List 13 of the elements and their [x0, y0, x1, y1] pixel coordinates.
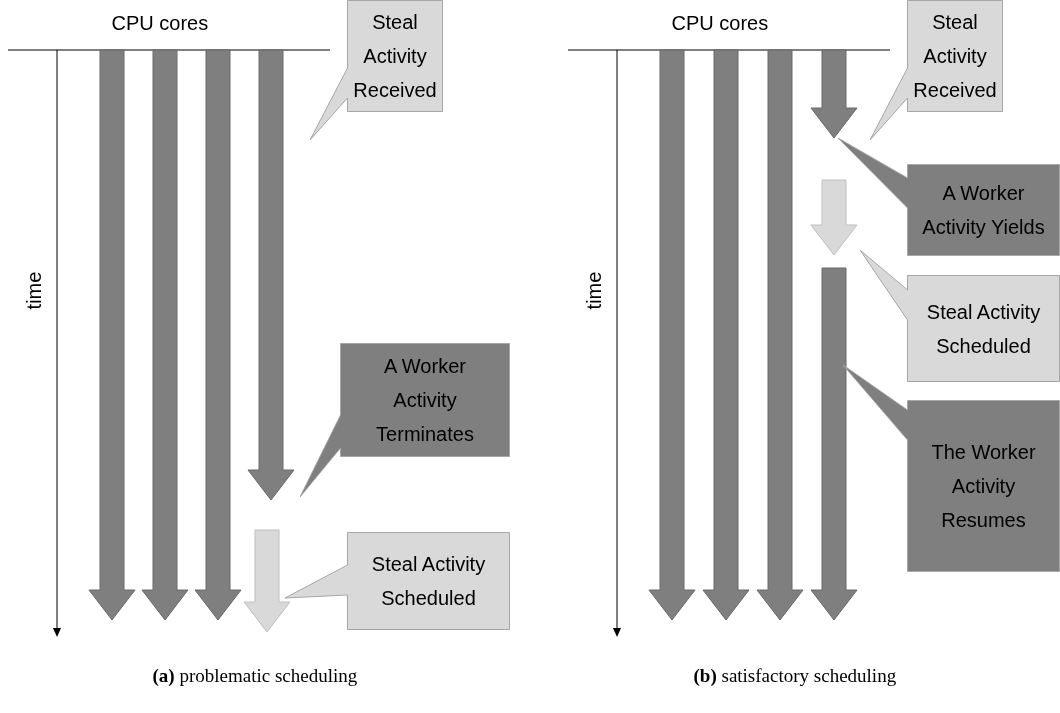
callout-box: Steal Activity Scheduled [860, 250, 1060, 382]
callout-box: Steal Activity Received [310, 0, 443, 141]
figure-caption: (a) problematic scheduling [152, 665, 358, 687]
axis-label: time [23, 271, 47, 309]
axis-title: CPU cores [671, 12, 769, 35]
callout-box: A Worker Activity Terminates [300, 343, 510, 498]
axis-title: CPU cores [111, 12, 209, 35]
figure-caption: (b) satisfactory scheduling [693, 665, 897, 687]
callout-box: The Worker Activity Resumes [843, 365, 1060, 572]
callout-box: Steal Activity Scheduled [285, 532, 510, 630]
callout-box: Steal Activity Received [870, 0, 1003, 141]
callout-box: A Worker Activity Yields [838, 138, 1060, 256]
axis-label: time [583, 271, 607, 309]
